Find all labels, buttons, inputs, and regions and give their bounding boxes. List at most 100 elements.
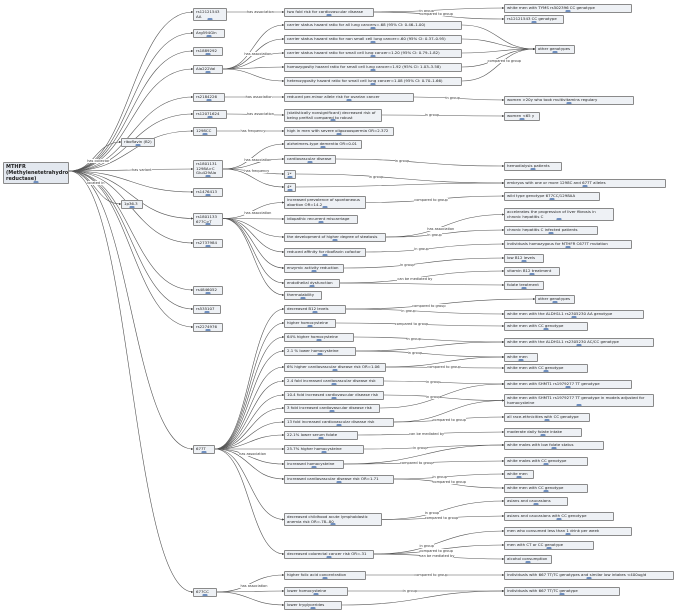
node-e21[interactable]: decreased childhood acute lymphoblastic … (284, 513, 382, 527)
node-ig18[interactable]: white males with CC genotype (504, 457, 588, 466)
node-badge-icon (207, 18, 213, 21)
node-b3[interactable]: carrier status hazard ratio for small ce… (284, 49, 462, 58)
node-d2[interactable]: cardiovascular disease (284, 155, 336, 164)
node-e4[interactable]: reduced affinity for riboflavin cofactor (284, 248, 366, 257)
node-ig17[interactable]: white males with low folate status (504, 441, 604, 450)
node-ig25[interactable]: individuals with 667 TT/TC genotypes and… (504, 571, 674, 580)
node-rs3[interactable]: rs1889292 (193, 47, 223, 56)
node-rs15[interactable]: 677T (193, 445, 215, 454)
node-ig24[interactable]: men with CT or CC genotype (504, 541, 594, 550)
node-e9[interactable]: higher homocysteine (284, 319, 336, 328)
node-f1[interactable]: 1* (284, 170, 296, 179)
node-ant1[interactable]: white men with TYMS rs502396 CC genotype (504, 4, 632, 13)
node-ig20[interactable]: white men with CC genotype (504, 484, 588, 493)
node-ig22[interactable]: asians and caucasians with CC genotype (504, 512, 614, 521)
node-m4[interactable]: alcohol consumption (504, 555, 552, 564)
node-ig26[interactable]: individuals with 667 TT/TC genotype (504, 587, 620, 596)
node-badge-icon (332, 238, 338, 241)
node-m3[interactable]: moderate daily folate intake (504, 428, 582, 437)
node-e11[interactable]: 2.1 % lower homocysteine (284, 347, 356, 356)
node-ig16[interactable]: all race-ethnicities with CC genotype (504, 413, 590, 422)
node-rs6[interactable]: rs12071624 (193, 110, 227, 119)
node-ig2[interactable]: women <65 y (504, 112, 540, 121)
node-rs14[interactable]: rs2274976 (193, 323, 223, 332)
node-ig8[interactable]: low B12 levels (504, 254, 544, 263)
node-rs13[interactable]: rs535107 (193, 305, 221, 314)
node-rs9[interactable]: rs1476413 (193, 188, 223, 197)
node-e14[interactable]: 10.4 fold increased cardiovascular disea… (284, 391, 384, 400)
node-c1[interactable]: reduced per-minor allele risk for ovaria… (284, 93, 414, 102)
node-ig23[interactable]: men who consumed less than 1 drink per w… (504, 527, 632, 536)
node-ig9[interactable]: white men with the ALDH1L1 rs2305230 AA … (504, 310, 644, 319)
node-rs1[interactable]: rs12121543 AA (193, 8, 227, 22)
node-e3[interactable]: the development of higher degree of stea… (284, 233, 386, 242)
node-e19[interactable]: increased homocysteine (284, 460, 344, 469)
node-rib[interactable]: riboflavin (B2) (121, 138, 155, 147)
node-b1[interactable]: carrier status hazard ratio for all lung… (284, 21, 462, 30)
node-rs16[interactable]: 677CC (193, 588, 217, 597)
node-rs2[interactable]: Arg594Gln (193, 29, 225, 38)
node-e20[interactable]: increased cardiovascular disease risk OR… (284, 475, 394, 484)
node-e1[interactable]: increased prevalence of spontaneous abor… (284, 196, 366, 210)
node-h1[interactable]: accelerates the progression of liver fib… (504, 208, 614, 222)
node-rs11[interactable]: rs2737984 (193, 239, 223, 248)
node-rs7[interactable]: 1298CC (193, 127, 217, 136)
node-ig6[interactable]: chronic hepatitis C infected patients (504, 226, 598, 235)
node-ant2[interactable]: rs12121543 CC genotype (504, 15, 564, 24)
edge-label: has association (244, 158, 272, 163)
node-e2[interactable]: idiopathic recurrent miscarriage (284, 215, 358, 224)
node-loc[interactable]: 1p36.3 (121, 200, 143, 209)
node-ig11[interactable]: white men with the ALDH1L1 rs2305230 AC/… (504, 338, 654, 347)
node-a1[interactable]: two fold risk for cardiovascular disease (284, 8, 374, 17)
node-ig1[interactable]: women >20y who took multivitamins regula… (504, 96, 634, 105)
node-g3[interactable]: lower tryglycerides (284, 601, 342, 610)
node-og[interactable]: other genotypes (535, 45, 575, 54)
node-m1[interactable]: vitamin B12 treatment (504, 267, 560, 276)
node-e5[interactable]: enzymic activity reduction (284, 264, 344, 273)
node-g1[interactable]: higher folic acid concentration (284, 571, 366, 580)
node-ig7[interactable]: individuals homozygous for MTHFR C677T m… (504, 240, 632, 249)
node-og2[interactable]: other genotypes (535, 295, 575, 304)
node-b2[interactable]: carrier status hazard ratio for non smal… (284, 35, 462, 44)
node-c3[interactable]: high in men with severe oligozoospermia … (284, 127, 394, 136)
node-b4[interactable]: homozygosity hazard ratio for small cell… (284, 63, 462, 72)
node-d1[interactable]: alzheimers-type dementia OR=0.01 (284, 140, 362, 149)
node-ig10[interactable]: white men with CC genotype (504, 322, 588, 331)
node-e13[interactable]: 2.4 fold increased cardiovascular diseas… (284, 377, 384, 386)
node-ig21[interactable]: asians and caucasians (504, 497, 568, 506)
node-e10[interactable]: 64% higher homocysteine (284, 333, 354, 342)
edge-label: can be mediated by (409, 431, 445, 436)
node-mthfr[interactable]: MTHFR (Methylenetetrahydrofolate reducta… (3, 162, 69, 184)
edge-label: in group (424, 113, 440, 118)
node-ig5[interactable]: wild type genotype 677CC/1298AA (504, 192, 600, 201)
node-ig14[interactable]: white men with SHMT1 rs1979277 TT genoty… (504, 380, 632, 389)
node-e6[interactable]: endothelial dysfunction (284, 279, 340, 288)
node-badge-icon (346, 98, 352, 101)
node-ig19[interactable]: white men (504, 470, 534, 479)
node-e8[interactable]: decreased B12 levels (284, 305, 346, 314)
node-ig3[interactable]: hemodialysis patients (504, 162, 562, 171)
node-rs12[interactable]: rs4846052 (193, 286, 223, 295)
node-c2[interactable]: (statistically nonsignificant) decreased… (284, 109, 382, 123)
node-e7[interactable]: thermolability (284, 291, 322, 300)
node-rs5[interactable]: rs2184226 (193, 93, 225, 102)
node-b5[interactable]: heterozygosity hazard ratio for small ce… (284, 77, 462, 86)
node-ig15[interactable]: white men with SHMT1 rs1979277 TT genoty… (504, 394, 654, 408)
node-e22[interactable]: decreased colorectal cancer risk OR=.31 (284, 550, 374, 559)
node-e18[interactable]: 25.7% higher homocysteine (284, 445, 364, 454)
node-rs10[interactable]: rs1801133 677C>T (193, 213, 223, 227)
node-e12[interactable]: 6% higher cardiovascular disease risk OR… (284, 363, 386, 372)
node-m2[interactable]: folate treatment (504, 281, 544, 290)
node-ig12[interactable]: white men (504, 353, 538, 362)
edge-label: can be mediated by (397, 276, 433, 281)
node-rs4[interactable]: Ala222Val (193, 65, 223, 74)
node-g2[interactable]: lower homocysteine (284, 587, 348, 596)
node-rs8[interactable]: rs1801131 1298A>C Glu429Ala (193, 160, 223, 178)
node-e17[interactable]: 22.1% lower serum folate (284, 431, 358, 440)
node-ig4[interactable]: embryos with one or more 1298C and 677T … (504, 179, 666, 188)
node-f2[interactable]: 4* (284, 183, 296, 192)
node-label: lower homocysteine (287, 588, 327, 593)
node-e15[interactable]: 3 fold increased cardiovascular disease … (284, 404, 380, 413)
node-ig13[interactable]: white men with CC genotype (504, 364, 588, 373)
node-e16[interactable]: 13 fold increased cardiovascular disease… (284, 418, 394, 427)
